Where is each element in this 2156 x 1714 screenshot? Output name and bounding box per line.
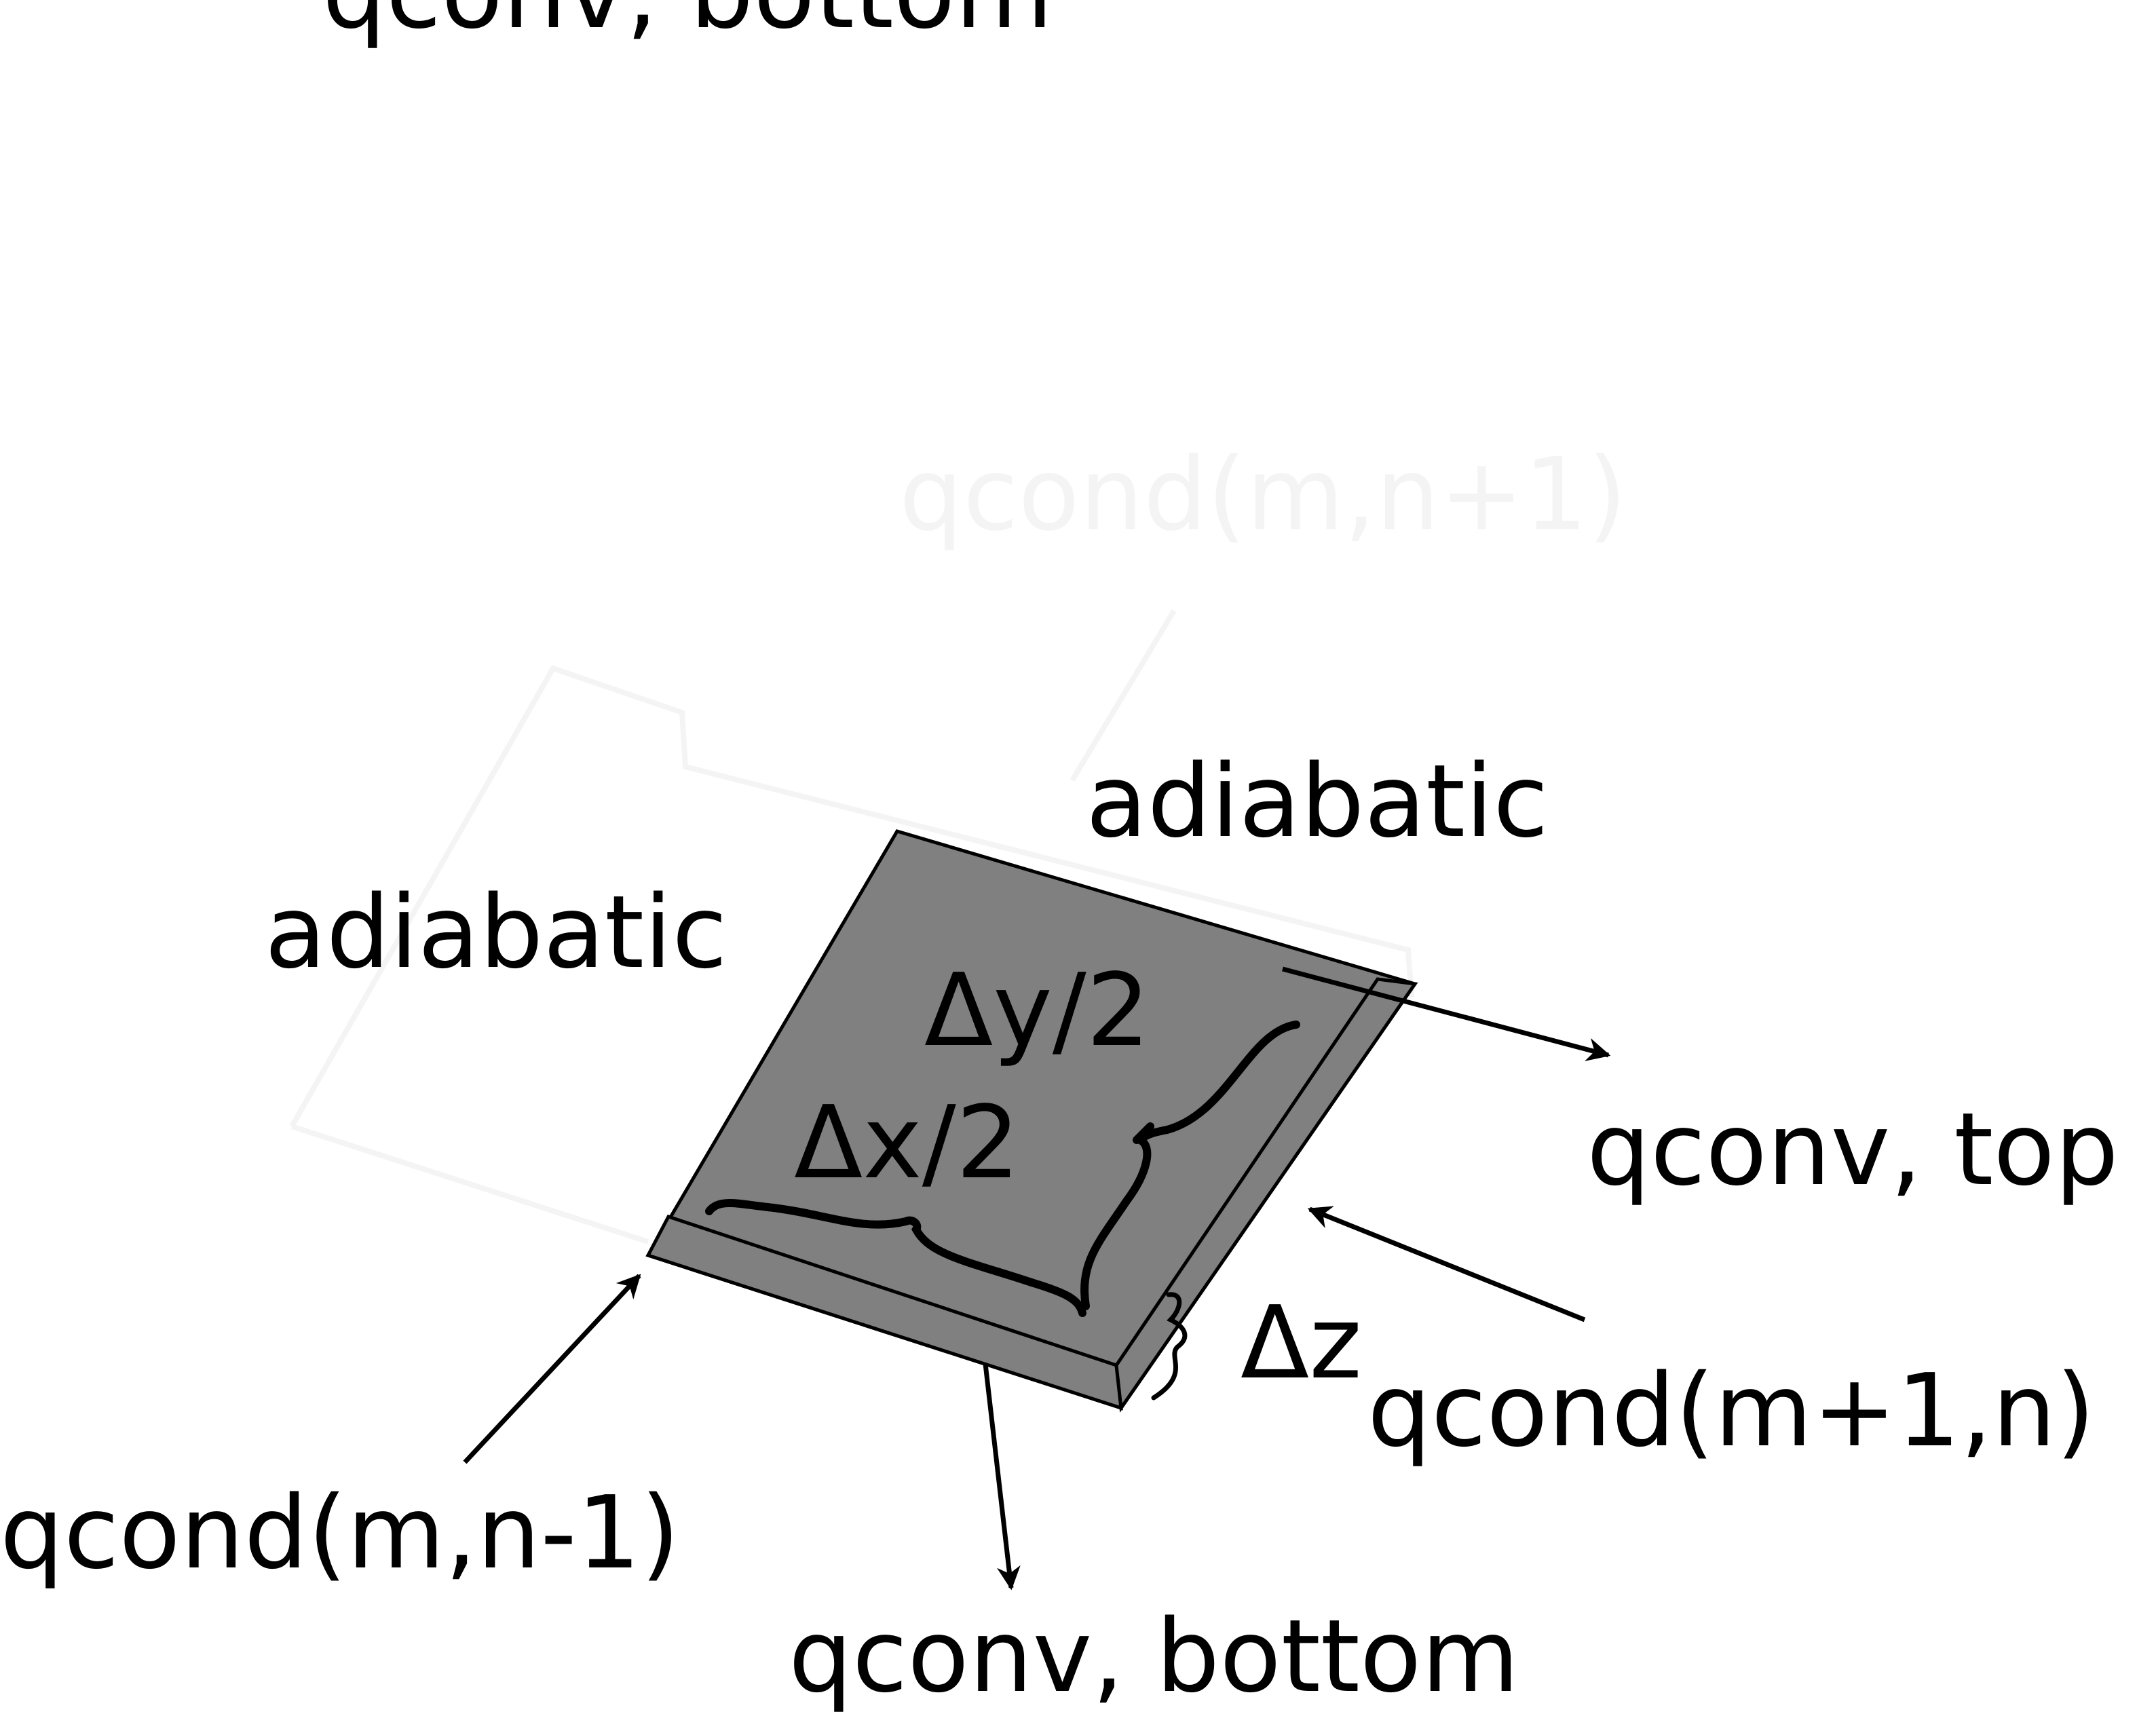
label-delta-z: Δz xyxy=(1241,1284,1362,1401)
label-qcond-m-plus-1-n: qcond(m+1,n) xyxy=(1367,1352,2095,1469)
ghost-outline: qcond(m,n+1) xyxy=(289,436,1627,1244)
label-qconv-top: qconv, top xyxy=(1587,1091,2119,1208)
plate xyxy=(645,829,1418,1413)
qcond-m-n-minus-1-arrow xyxy=(463,1274,641,1464)
plate-right-face xyxy=(1114,977,1418,1413)
braces xyxy=(705,1021,1300,1401)
qconv-top-arrow xyxy=(1282,966,1611,1061)
label-delta-x-half: Δx/2 xyxy=(794,1084,1020,1201)
delta-x-brace xyxy=(705,1199,1086,1317)
label-qconv-bottom-cut: qconv, bottom xyxy=(322,0,1053,51)
ghost-label-qcond-m-n-plus-1: qcond(m,n+1) xyxy=(899,436,1627,553)
label-adiabatic-top: adiabatic xyxy=(1086,743,1549,860)
qcond-m-plus-1-n-arrow xyxy=(1307,1206,1586,1322)
delta-x-brace-tick xyxy=(1133,1122,1154,1144)
label-adiabatic-left: adiabatic xyxy=(265,874,727,991)
label-qcond-m-n-minus-1: qcond(m,n-1) xyxy=(0,1474,680,1591)
delta-z-brace xyxy=(1151,1292,1188,1401)
qconv-bottom-arrow xyxy=(983,1363,1021,1591)
label-qconv-bottom: qconv, bottom xyxy=(789,1598,1519,1714)
label-delta-y-half: Δy/2 xyxy=(924,952,1150,1069)
flux-arrows xyxy=(463,966,1611,1591)
